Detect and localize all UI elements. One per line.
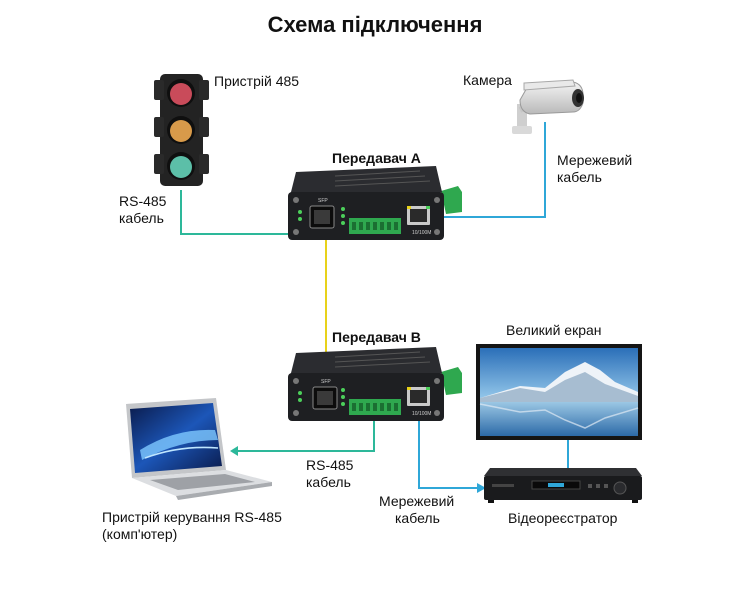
rs485-arrow-head: [230, 446, 238, 456]
rs485-cable-a: [180, 190, 300, 235]
label-rs485-cable-b-line2: кабель: [306, 474, 351, 490]
label-rs485-cable-b-line1: RS-485: [306, 457, 354, 473]
label-network-cable-b-line1: Мережевий: [379, 493, 455, 509]
rs485-cable-b: [238, 416, 375, 452]
sfp-mark-b: SFP: [321, 379, 331, 385]
label-dvr: Відеореєстратор: [508, 510, 618, 526]
camera-icon: [512, 79, 584, 134]
label-controller-line2: (комп'ютер): [102, 526, 178, 542]
speed-mark-b: 10/100M: [412, 411, 432, 417]
label-transmitter-b: Передавач B: [332, 329, 421, 345]
label-network-cable-b-line2: кабель: [395, 510, 440, 526]
label-big-screen: Великий екран: [506, 322, 602, 338]
label-network-cable-a-line1: Мережевий: [557, 152, 633, 168]
label-controller-line1: Пристрій керування RS-485: [102, 509, 282, 525]
transmitter-b-device: [288, 347, 462, 421]
transmitter-a-device: [288, 166, 462, 240]
label-camera: Камера: [463, 72, 512, 88]
monitor-icon: [476, 344, 642, 440]
page-title: Схема підключення: [267, 12, 483, 37]
label-rs485-cable-a-line1: RS-485: [119, 193, 167, 209]
traffic-light-icon: [154, 74, 209, 186]
speed-mark-a: 10/100M: [412, 230, 432, 236]
label-network-cable-a-line2: кабель: [557, 169, 602, 185]
sfp-mark-a: SFP: [318, 198, 328, 204]
label-device-485: Пристрій 485: [214, 73, 300, 89]
dvr-icon: [484, 468, 642, 503]
label-rs485-cable-a-line2: кабель: [119, 210, 164, 226]
laptop-icon: [126, 398, 272, 500]
label-transmitter-a: Передавач A: [332, 150, 421, 166]
network-cable-b: [418, 405, 477, 489]
network-arrow-head: [477, 483, 486, 493]
network-cable-a: [430, 122, 546, 218]
